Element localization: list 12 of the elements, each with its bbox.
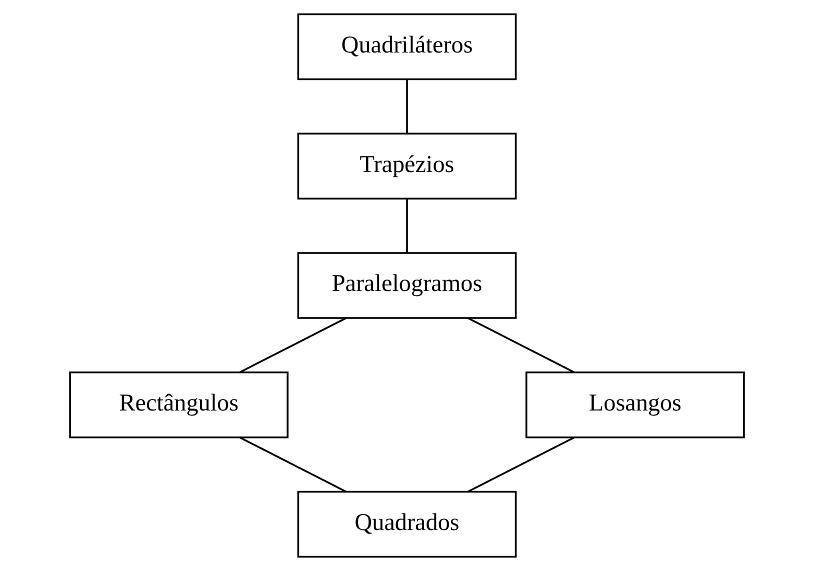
connector (406, 79, 408, 134)
connector (468, 317, 575, 374)
node-box: Losangos (525, 371, 745, 438)
connector (468, 436, 574, 492)
connector (406, 198, 408, 253)
node-box: Paralelogramos (297, 252, 517, 319)
connector (239, 317, 346, 374)
node-box: Quadriláteros (297, 13, 517, 80)
node-box: Trapézios (297, 132, 517, 200)
connector (240, 436, 346, 492)
node-box: Rectângulos (69, 371, 289, 438)
node-box: Quadrados (297, 490, 517, 558)
